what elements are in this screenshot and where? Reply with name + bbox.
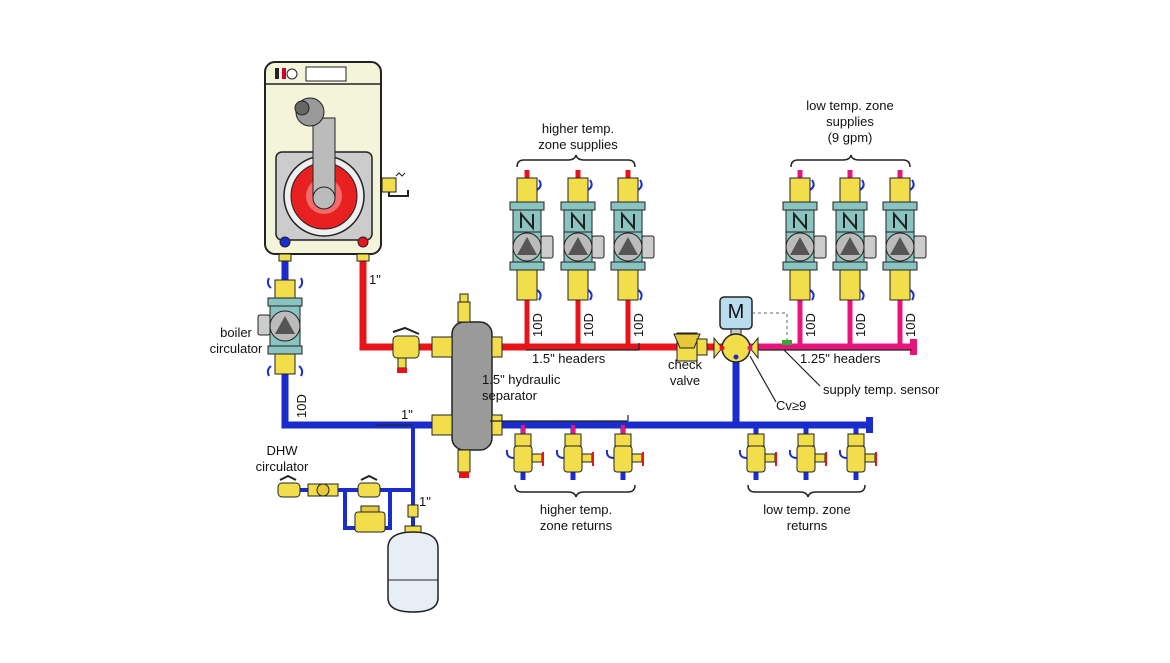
label-supply-sensor: supply temp. sensor	[823, 382, 940, 397]
low-temp-circulators	[782, 177, 927, 301]
label-10d: 10D	[581, 313, 596, 337]
label-headers-125: 1.25" headers	[800, 351, 881, 366]
bracket-higher-supplies	[516, 154, 636, 168]
label-line: circulator	[255, 459, 309, 474]
label-boiler-pipe-size: 1"	[369, 272, 381, 287]
label-line: zone returns	[539, 518, 613, 533]
header-cap	[910, 339, 917, 355]
label-10d: 10D	[294, 394, 309, 418]
label-higher-supplies: higher temp. zone supplies	[528, 121, 628, 153]
zone-return-valve	[738, 433, 777, 473]
label-10d: 10D	[853, 313, 868, 337]
zone-return-valves	[505, 433, 877, 473]
boiler-circulator	[257, 277, 304, 377]
zone-return-valve	[505, 433, 544, 473]
zone-circulator	[560, 177, 605, 301]
label-line: zone supplies	[538, 137, 618, 152]
label-check-valve: check valve	[662, 357, 708, 389]
cv-leader	[749, 355, 777, 403]
label-low-returns: low temp. zone returns	[752, 502, 862, 534]
label-10d: 10D	[530, 313, 545, 337]
label-dhw-circulator: DHW circulator	[250, 443, 314, 475]
label-10d: 10D	[631, 313, 646, 337]
hydraulic-separator	[392, 293, 503, 478]
bracket-low-returns	[747, 484, 866, 498]
label-line: circulator	[209, 341, 263, 356]
label-line: low temp. zone	[763, 502, 851, 517]
label-line: separator	[482, 388, 537, 403]
label-line: higher temp.	[539, 502, 613, 517]
label-line: (9 gpm)	[827, 130, 873, 145]
label-higher-returns: higher temp. zone returns	[526, 502, 626, 534]
zone-circulator	[509, 177, 554, 301]
label-headers-15: 1.5" headers	[532, 351, 606, 366]
boiler	[264, 61, 409, 262]
label-separator: 1.5" hydraulic separator	[482, 372, 560, 404]
label-10d: 10D	[803, 313, 818, 337]
mixing-valve	[713, 296, 792, 363]
motor-label: M	[727, 301, 745, 323]
higher-temp-circulators	[509, 177, 655, 301]
label-10d: 10D	[903, 313, 918, 337]
label-line: 1.5" hydraulic	[482, 372, 561, 387]
zone-return-valve	[788, 433, 827, 473]
zone-circulator	[610, 177, 655, 301]
label-line: supplies	[826, 114, 874, 129]
sensor-leader	[783, 349, 821, 387]
zone-circulator	[882, 177, 927, 301]
zone-circulator	[832, 177, 877, 301]
label-low-supplies: low temp. zone supplies (9 gpm)	[796, 98, 904, 146]
label-line: DHW	[266, 443, 298, 458]
zone-return-valve	[555, 433, 594, 473]
check-valve	[673, 332, 708, 362]
bracket-higher-returns	[514, 484, 636, 498]
header-cap	[866, 417, 873, 433]
zone-return-valve	[838, 433, 877, 473]
label-line: low temp. zone	[806, 98, 894, 113]
zone-return-valve	[605, 433, 644, 473]
label-line: higher temp.	[541, 121, 615, 136]
label-line: returns	[786, 518, 828, 533]
dhw-circulator	[277, 474, 419, 533]
bracket-low-supplies	[790, 154, 911, 168]
zone-circulator	[782, 177, 827, 301]
boiler-supply-pipe	[359, 258, 455, 351]
label-boiler-circulator: boiler circulator	[205, 325, 267, 357]
expansion-tank	[387, 525, 439, 613]
label-tank-pipe-size: 1"	[419, 494, 431, 509]
label-line: boiler	[220, 325, 252, 340]
label-cv: Cv≥9	[776, 398, 807, 413]
label-line: check	[668, 357, 702, 372]
label-line: valve	[669, 373, 701, 388]
label-return-pipe-size: 1"	[401, 407, 413, 422]
